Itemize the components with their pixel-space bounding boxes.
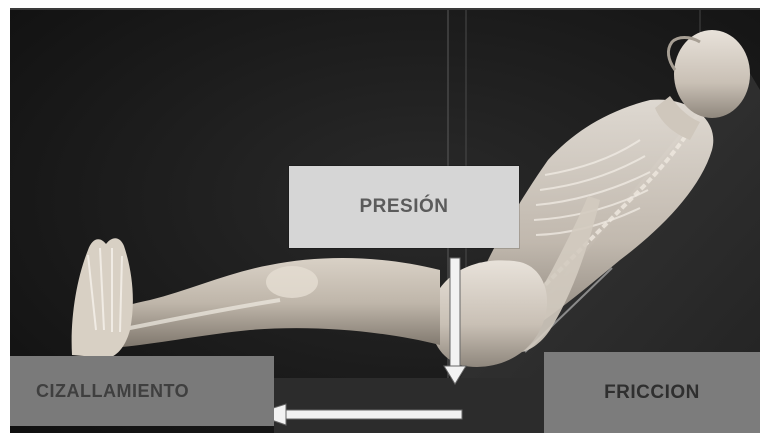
friction-label-box: FRICCION	[544, 352, 760, 433]
pressure-label-box: PRESIÓN	[289, 166, 519, 248]
head	[674, 30, 750, 118]
floor-strip	[274, 378, 544, 433]
knee	[266, 266, 318, 298]
shear-label-box: CIZALLAMIENTO	[10, 356, 274, 426]
top-border	[10, 8, 760, 10]
